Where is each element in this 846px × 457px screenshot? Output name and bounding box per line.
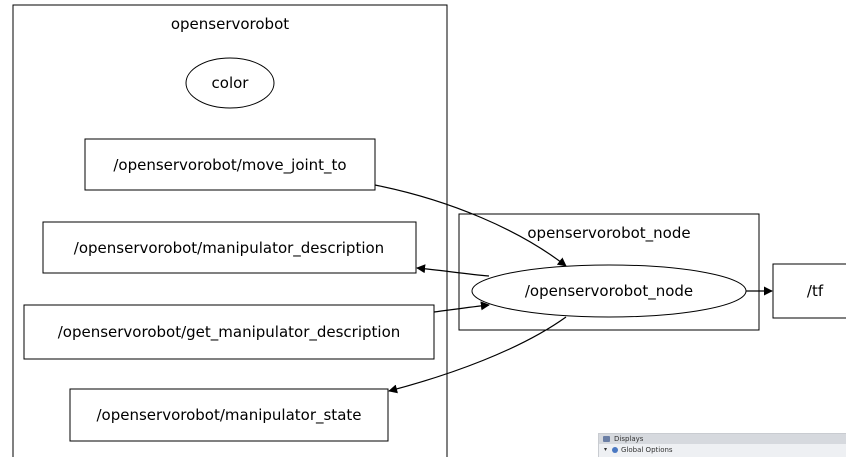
edge-move-joint-to-to-node: [374, 184, 567, 267]
cluster-openservorobot-box: [12, 4, 448, 457]
edges: [374, 184, 773, 394]
edge-get-manipulator-description-to-node: [433, 301, 490, 313]
node-manipulator-state[interactable]: /openservorobot/manipulator_state: [69, 388, 389, 442]
node-openservorobot-node-label: /openservorobot_node: [525, 282, 693, 301]
node-color-label: color: [212, 74, 250, 92]
node-color[interactable]: color: [185, 57, 275, 109]
edge-node-to-manipulator-description: [416, 264, 490, 277]
globe-icon: [612, 447, 618, 453]
node-tf-label: /tf: [807, 282, 824, 300]
node-color-shape[interactable]: [185, 57, 275, 109]
edge-node-to-manipulator-state: [388, 316, 567, 394]
cluster-openservorobot: openservorobot: [12, 4, 448, 457]
node-move-joint-to[interactable]: /openservorobot/move_joint_to: [84, 138, 376, 191]
node-manipulator-description-label: /openservorobot/manipulator_description: [74, 239, 384, 258]
node-tf[interactable]: /tf: [772, 263, 846, 319]
node-manipulator-state-box[interactable]: [69, 388, 389, 442]
node-move-joint-to-box[interactable]: [84, 138, 376, 191]
node-manipulator-description-box[interactable]: [42, 221, 417, 274]
chevron-down-icon[interactable]: ▾: [604, 446, 608, 453]
node-get-manipulator-description[interactable]: /openservorobot/get_manipulator_descript…: [23, 304, 435, 360]
node-manipulator-description[interactable]: /openservorobot/manipulator_description: [42, 221, 417, 274]
rviz-panel-title: Displays: [614, 435, 644, 443]
cluster-openservorobot-node-label: openservorobot_node: [527, 224, 690, 243]
node-get-manipulator-description-box[interactable]: [23, 304, 435, 360]
rviz-row-label: Global Options: [621, 446, 673, 454]
displays-icon: [603, 436, 610, 442]
rviz-panel-header: Displays: [599, 434, 846, 444]
node-openservorobot-node[interactable]: /openservorobot_node: [471, 264, 747, 318]
cluster-openservorobot-node-box: [458, 213, 760, 331]
node-get-manipulator-description-label: /openservorobot/get_manipulator_descript…: [58, 323, 401, 342]
rviz-displays-panel[interactable]: Displays ▾ Global Options: [598, 433, 846, 457]
node-move-joint-to-label: /openservorobot/move_joint_to: [113, 156, 346, 175]
cluster-openservorobot-node: openservorobot_node: [458, 213, 760, 331]
node-tf-box[interactable]: [772, 263, 846, 319]
cluster-openservorobot-label: openservorobot: [171, 15, 289, 33]
node-manipulator-state-label: /openservorobot/manipulator_state: [97, 406, 362, 425]
rviz-global-options-row[interactable]: ▾ Global Options: [599, 445, 846, 455]
